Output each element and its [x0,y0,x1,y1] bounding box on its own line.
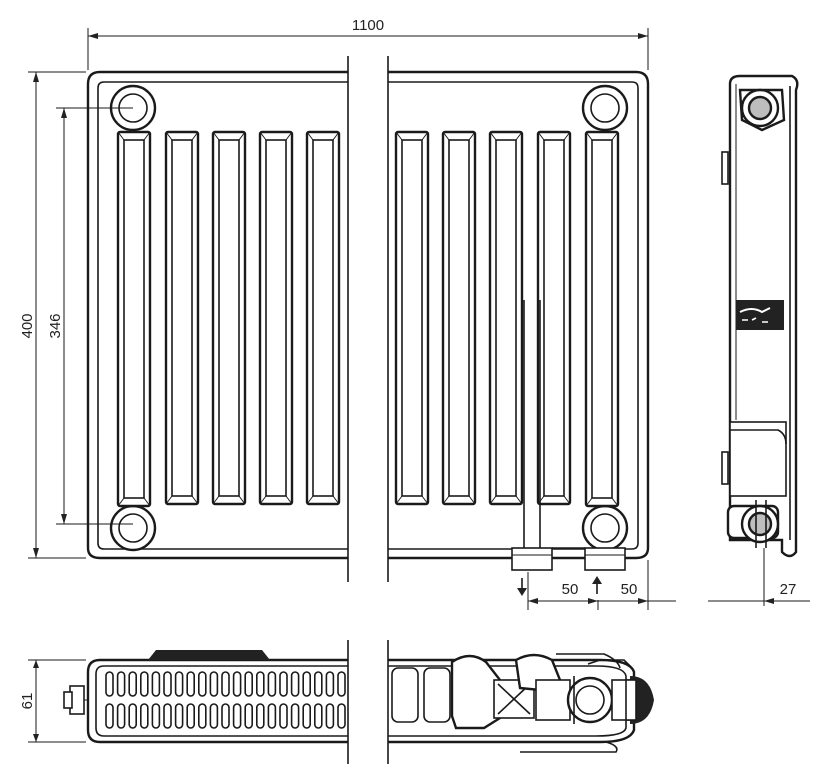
front-frame-left [86,70,348,560]
valve-block [511,300,626,571]
wall-bracket-bottom [721,451,729,485]
dimension-side-offset: 27 [708,548,810,606]
side-bottom-connection [726,500,780,548]
panel-channel [394,130,430,506]
dim-label-27: 27 [780,581,797,598]
convector-slot [290,671,300,729]
convector-slot [255,671,265,729]
panel-channels [116,130,620,508]
panel-channel [441,130,477,506]
front-frame-right [388,70,650,560]
top-right-fittings [391,653,654,730]
convector-slot [116,671,126,729]
flow-arrow-in [592,576,602,594]
dim-label-400: 400 [19,313,36,338]
front-frame-right-inner [388,81,639,550]
wall-bracket-top [721,151,729,185]
top-bracket-plate [148,650,270,660]
side-top-connection [738,88,786,132]
panel-channel [164,130,200,506]
convector-slot [128,671,137,729]
front-view [86,56,650,596]
convector-slot [313,671,323,729]
panel-channel [211,130,247,506]
convector-slot [151,671,161,729]
panel-channel [536,130,572,506]
flow-arrow-out [517,578,527,596]
convector-slot [140,671,149,729]
side-view: 27 [708,74,810,606]
dimension-bottom-offsets: 50 50 [527,560,676,610]
dimension-depth: 61 [19,659,86,743]
convector-slot [232,671,242,729]
dim-label-1100: 1100 [352,17,384,34]
convector-slot [337,671,346,729]
convector-slot [221,671,230,729]
connection-top-right [581,84,629,132]
connection-bottom-right [581,504,629,552]
panel-channel [305,130,341,506]
top-view: 61 [19,640,654,764]
front-frame-left-inner [97,81,348,550]
brand-logo-plate [736,300,784,330]
convector-slot [105,671,114,729]
convector-slot [302,671,312,729]
top-side-plug [63,685,88,715]
convector-slots [105,671,346,729]
dim-label-61: 61 [19,693,36,710]
dimension-connection-spacing: 346 [47,107,133,525]
dimension-overall-height: 400 [19,71,86,559]
convector-slot [325,671,335,729]
dim-label-50-right: 50 [621,581,638,598]
convector-slot [163,671,172,729]
convector-slot [198,671,207,729]
convector-slot [186,671,195,729]
side-lower-block [729,421,787,497]
convector-slot [174,671,184,729]
dim-label-346: 346 [47,313,64,338]
convector-slot [279,671,288,729]
panel-channel [258,130,294,506]
panel-channel [116,130,152,508]
convector-slot [209,671,219,729]
dimension-overall-width: 1100 [87,17,649,70]
panel-channel [488,130,524,506]
convector-slot [267,671,277,729]
panel-channel [584,130,620,508]
dim-label-50-left: 50 [562,581,579,598]
connection-bottom-left [109,504,157,552]
convector-slot [244,671,253,729]
